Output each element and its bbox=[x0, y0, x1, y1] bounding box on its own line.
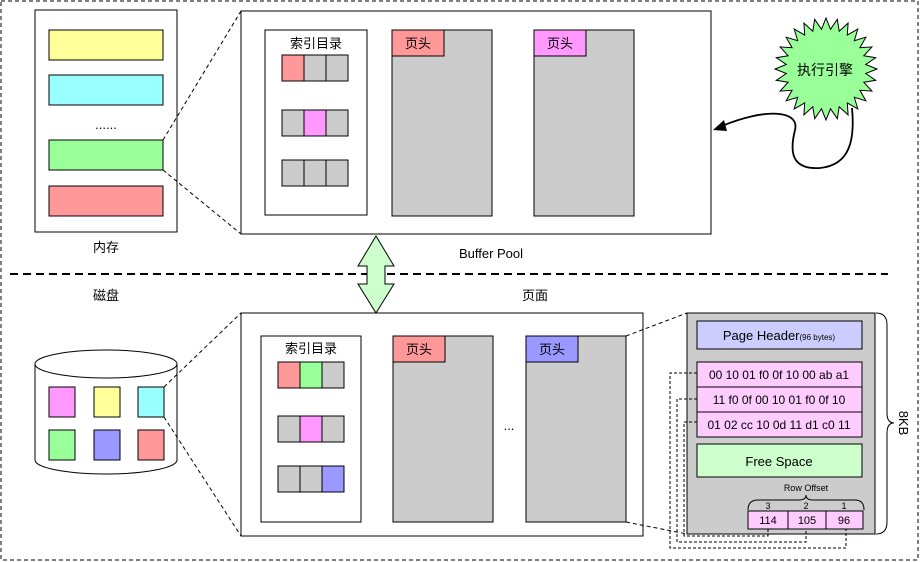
slot-cell bbox=[303, 109, 327, 137]
slot-cell bbox=[277, 465, 301, 493]
record-row bbox=[696, 386, 863, 413]
disk-page bbox=[392, 335, 494, 523]
disk-block-yellow bbox=[93, 386, 121, 418]
disk-block-cyan bbox=[137, 386, 165, 418]
page-header-label: 页头 bbox=[539, 342, 565, 357]
offset-slot-index: 1 bbox=[841, 501, 846, 511]
disk-block-pink bbox=[48, 386, 76, 418]
arrowhead bbox=[713, 120, 727, 131]
slot-cell bbox=[321, 361, 345, 389]
slot-cell bbox=[325, 159, 349, 187]
index-directory-label: 索引目录 bbox=[290, 36, 342, 51]
pages-ellipsis: ... bbox=[504, 418, 515, 433]
page-header-tag bbox=[525, 335, 579, 363]
engine-to-buffer-arrow bbox=[721, 107, 854, 169]
row-offset-value: 96 bbox=[838, 515, 850, 527]
slot-cell bbox=[277, 361, 301, 389]
page-header-label: 页头 bbox=[405, 36, 431, 51]
index-directory-label: 索引目录 bbox=[285, 341, 337, 356]
page-header-tag bbox=[392, 335, 446, 363]
record-row bbox=[696, 411, 863, 438]
disk-cylinder-top bbox=[34, 349, 178, 379]
disk-label: 磁盘 bbox=[93, 288, 119, 303]
zoom-line bbox=[163, 416, 242, 537]
row-offset-brace bbox=[747, 494, 865, 511]
row-pointer-line bbox=[669, 372, 847, 549]
page-header-label: 页头 bbox=[406, 342, 432, 357]
slot-cell bbox=[299, 361, 323, 389]
slot-cell bbox=[303, 54, 327, 82]
disk-page bbox=[525, 335, 627, 523]
memory-block-red bbox=[48, 185, 164, 217]
zoom-line bbox=[163, 312, 242, 388]
row-offset-label: Row Offset bbox=[784, 483, 829, 493]
execution-engine-burst bbox=[773, 16, 879, 122]
page-label: 页面 bbox=[522, 288, 548, 303]
free-space-section bbox=[696, 443, 863, 478]
execution-engine-label: 执行引擎 bbox=[797, 62, 853, 78]
page-header-size-note: (96 bytes) bbox=[800, 333, 836, 342]
cached-page bbox=[391, 29, 493, 217]
row-pointer-line bbox=[676, 398, 807, 543]
page-size-label: 8KB bbox=[896, 411, 911, 436]
record-row-bytes: 11 f0 0f 00 10 01 f0 0f 10 bbox=[713, 393, 846, 407]
slot-cell bbox=[299, 465, 323, 493]
memory-label: 内存 bbox=[93, 240, 119, 255]
disk-block-green bbox=[48, 429, 76, 461]
slot-cell bbox=[281, 109, 305, 137]
cached-page bbox=[533, 29, 635, 217]
disk-block-red bbox=[137, 429, 165, 461]
slot-cell bbox=[281, 159, 305, 187]
page-header-tag bbox=[391, 29, 445, 57]
slot-cell bbox=[321, 465, 345, 493]
zoom-line bbox=[625, 312, 688, 337]
free-space-label: Free Space bbox=[745, 454, 812, 469]
slot-cell bbox=[299, 415, 323, 443]
disk-block-blue bbox=[93, 429, 121, 461]
slot-cell bbox=[321, 415, 345, 443]
memory-block-green bbox=[48, 139, 164, 171]
offset-slot-index: 3 bbox=[765, 501, 770, 511]
row-offset-cell bbox=[825, 510, 864, 530]
zoom-line bbox=[162, 169, 242, 235]
memory-block-yellow bbox=[48, 29, 164, 61]
page-header-section bbox=[696, 320, 863, 350]
record-row-bytes: 01 02 cc 10 0d 11 d1 c0 11 bbox=[708, 418, 851, 432]
slot-cell bbox=[281, 54, 305, 82]
slot-cell bbox=[325, 109, 349, 137]
page-header-title: Page Header bbox=[723, 328, 800, 343]
row-offset-value: 105 bbox=[798, 515, 816, 527]
page-header-tag bbox=[533, 29, 587, 57]
slot-cell bbox=[325, 54, 349, 82]
slot-cell bbox=[277, 415, 301, 443]
page-header-section-label: Page Header(96 bytes) bbox=[723, 328, 836, 343]
record-row-bytes: 00 10 01 f0 0f 10 00 ab a1 bbox=[709, 368, 849, 382]
buffer-pool-label: Buffer Pool bbox=[459, 246, 523, 261]
memory-block-cyan bbox=[48, 74, 164, 106]
record-row bbox=[696, 361, 863, 388]
row-offset-value: 114 bbox=[759, 515, 777, 527]
page-header-label: 页头 bbox=[547, 36, 573, 51]
offset-slot-index: 2 bbox=[803, 501, 808, 511]
memory-ellipsis: ...... bbox=[95, 117, 117, 132]
row-pointer-line bbox=[683, 421, 769, 537]
page-size-brace bbox=[875, 312, 895, 535]
slot-cell bbox=[303, 159, 327, 187]
